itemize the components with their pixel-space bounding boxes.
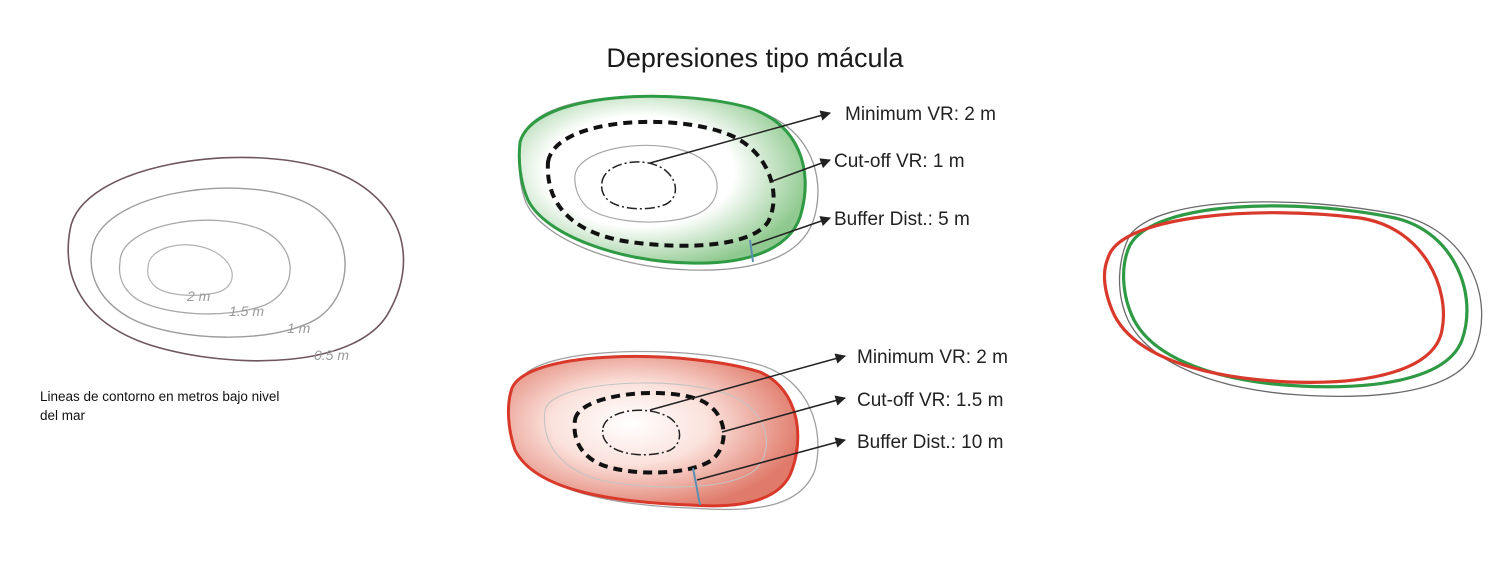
diagram-title: Depresiones tipo mácula — [606, 43, 904, 73]
red-arrow-cutoff — [721, 395, 847, 433]
green-minimum-line — [600, 161, 677, 210]
green-label-minimum: Minimum VR: 2 m — [845, 104, 996, 125]
contour-panel: 2 m 1.5 m 1 m 0.5 m Lineas de contorno e… — [40, 156, 405, 423]
contour-label-0.5m: 0.5 m — [314, 347, 349, 363]
contour-caption-line1: Lineas de contorno en metros bajo nivel — [40, 389, 279, 404]
red-buffer-boundary — [506, 355, 800, 508]
contour-1.5m — [118, 219, 291, 315]
red-label-minimum: Minimum VR: 2 m — [857, 347, 1008, 368]
green-buffer-tick — [749, 239, 754, 263]
contour-caption-line2: del mar — [40, 408, 86, 423]
overlay-panel — [1102, 201, 1483, 397]
green-cutoff-line — [545, 119, 776, 248]
red-label-cutoff: Cut-off VR: 1.5 m — [857, 390, 1003, 411]
overlay-red-boundary — [1102, 211, 1445, 384]
green-label-buffer: Buffer Dist.: 5 m — [834, 209, 970, 230]
green-inner-contour — [574, 144, 718, 223]
red-minimum-line — [601, 409, 681, 456]
contour-2m — [147, 244, 233, 296]
contour-0.5m — [67, 156, 405, 362]
red-depression-panel: Minimum VR: 2 m Cut-off VR: 1.5 m Buffer… — [506, 347, 1008, 511]
green-arrow-minimum — [649, 110, 832, 164]
overlay-gray-contour — [1118, 201, 1483, 397]
contour-label-2m: 2 m — [186, 288, 211, 304]
contour-label-1.5m: 1.5 m — [229, 303, 264, 319]
green-depression-panel: Minimum VR: 2 m Cut-off VR: 1 m Buffer D… — [517, 94, 996, 271]
overlay-green-boundary — [1122, 204, 1469, 389]
red-mid-contour — [543, 382, 767, 488]
red-label-buffer: Buffer Dist.: 10 m — [857, 432, 1003, 453]
contour-label-1m: 1 m — [287, 320, 311, 336]
green-arrow-buffer — [751, 216, 831, 246]
green-label-cutoff: Cut-off VR: 1 m — [834, 151, 965, 172]
red-arrow-minimum — [649, 353, 847, 411]
green-arrow-cutoff — [769, 158, 831, 183]
red-arrow-buffer — [696, 437, 847, 481]
red-buffer-tick — [692, 467, 701, 506]
contour-1m — [90, 187, 346, 338]
